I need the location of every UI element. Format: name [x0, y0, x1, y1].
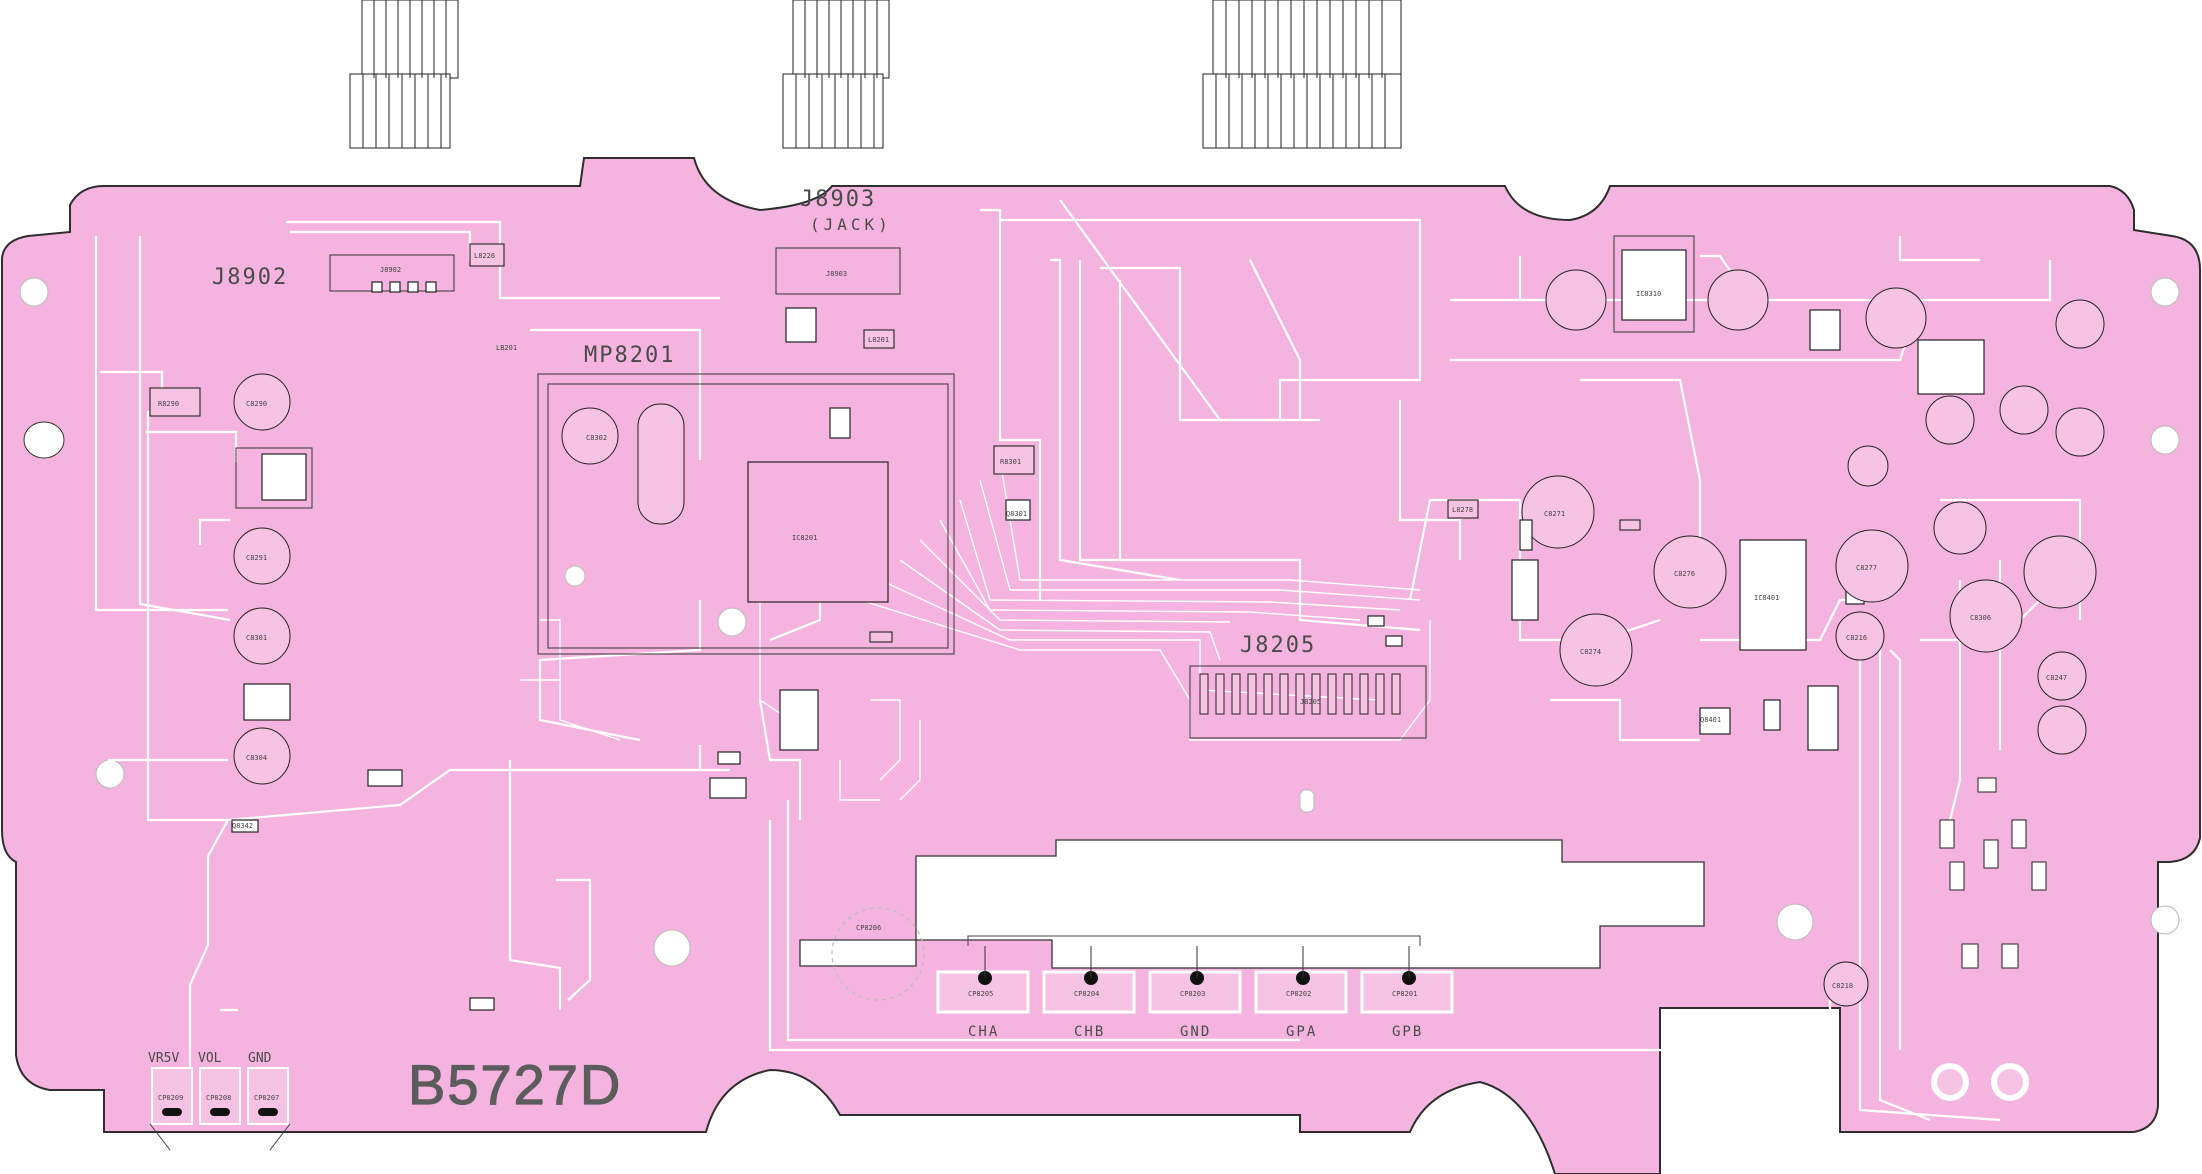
pad-gnd-left-ref: CP8207 — [254, 1094, 279, 1102]
ref-j8902: J8902 — [380, 266, 401, 274]
ref-c8277: C8277 — [1856, 564, 1877, 572]
center-components — [709, 445, 1035, 799]
pad-gnd-ref: CP8203 — [1180, 990, 1205, 998]
pad-gpa-label: GPA — [1286, 1024, 1317, 1040]
ref-c8291: C8291 — [246, 554, 267, 562]
j8903-label: J8903 — [800, 187, 876, 212]
j8205-block: J8205 — [1189, 615, 1427, 739]
bottom-pads: CP8205 CHA CP8204 CHB CP8203 GND CP8202 … — [831, 907, 1454, 1040]
ref-c8276: C8276 — [1674, 570, 1695, 578]
ref-ic8201: IC8201 — [792, 534, 817, 542]
pad-gpa-ref: CP8202 — [1286, 990, 1311, 998]
pad-gpb-label: GPB — [1392, 1024, 1423, 1040]
board-part-number: B5727D — [408, 1053, 622, 1116]
j8902-label: J8902 — [212, 265, 288, 290]
ref-ic8310: IC8310 — [1636, 290, 1661, 298]
ref-c8271: C8271 — [1544, 510, 1565, 518]
pad-vol-label: VOL — [198, 1051, 222, 1066]
left-components — [149, 373, 495, 1011]
mp8201-label: MP8201 — [584, 343, 675, 368]
pad-chb: CP8204 CHB — [1042, 946, 1136, 1040]
pad-gnd-label: GND — [1180, 1024, 1211, 1040]
right-components — [1447, 235, 2105, 1101]
ref-c8247: C8247 — [2046, 674, 2067, 682]
mounting-holes — [19, 277, 2180, 967]
top-connector-ribbons — [349, 0, 1402, 149]
j8902-block: J8902 — [212, 243, 505, 293]
pad-vr5v-ref: CP8209 — [158, 1094, 183, 1102]
ref-r8290: R8290 — [158, 400, 179, 408]
ref-j8205: J8205 — [1300, 698, 1321, 706]
pad-vol-ref: CP8208 — [206, 1094, 231, 1102]
j8903-block: J8903 (JACK) — [775, 187, 901, 349]
pad-chb-ref: CP8204 — [1074, 990, 1099, 998]
ref-l8226: L8226 — [474, 252, 495, 260]
ref-c8218: C8218 — [1832, 982, 1853, 990]
left-pads: VR5V VOL GND CP8209 CP8208 CP8207 — [148, 1051, 291, 1151]
ref-l8278: L8278 — [1452, 506, 1473, 514]
pad-gpa: CP8202 GPA — [1254, 946, 1348, 1040]
ref-c8290: C8290 — [246, 400, 267, 408]
ref-l8201: L8201 — [868, 336, 889, 344]
pad-chb-label: CHB — [1074, 1024, 1105, 1040]
ref-c8302: C8302 — [586, 434, 607, 442]
ref-q8401: Q8401 — [1700, 716, 1721, 724]
j8205-label: J8205 — [1240, 633, 1316, 658]
pad-gnd-left-label: GND — [248, 1051, 272, 1066]
pad-cha-ref: CP8205 — [968, 990, 993, 998]
ref-c8274: C8274 — [1580, 648, 1601, 656]
mp8201-block: MP8201 — [537, 343, 955, 655]
ref-ic8401: IC8401 — [1754, 594, 1779, 602]
pad-gpb-ref: CP8201 — [1392, 990, 1417, 998]
pad-gnd: CP8203 GND — [1148, 946, 1242, 1040]
ref-j8903: J8903 — [826, 270, 847, 278]
pad-gpb: CP8201 GPB — [1360, 946, 1454, 1040]
pad-cha-label: CHA — [968, 1024, 999, 1040]
ref-q8301: Q8301 — [1006, 510, 1027, 518]
ref-lb201: LB201 — [496, 344, 517, 352]
reference-designators: IC8310 IC8201 IC8401 LB201 R8301 R8290 C… — [158, 252, 2067, 990]
ref-r8301: R8301 — [1000, 458, 1021, 466]
cp8206-ref: CP8206 — [856, 924, 881, 932]
ref-q8342: Q8342 — [232, 822, 253, 830]
pad-vr5v-label: VR5V — [148, 1051, 179, 1066]
ref-c8216: C8216 — [1846, 634, 1867, 642]
j8903-sub-label: (JACK) — [810, 215, 892, 234]
ref-c8306: C8306 — [1970, 614, 1991, 622]
pad-cha: CP8205 CHA — [936, 946, 1030, 1040]
ref-c8301: C8301 — [246, 634, 267, 642]
ref-c8304: C8304 — [246, 754, 267, 762]
